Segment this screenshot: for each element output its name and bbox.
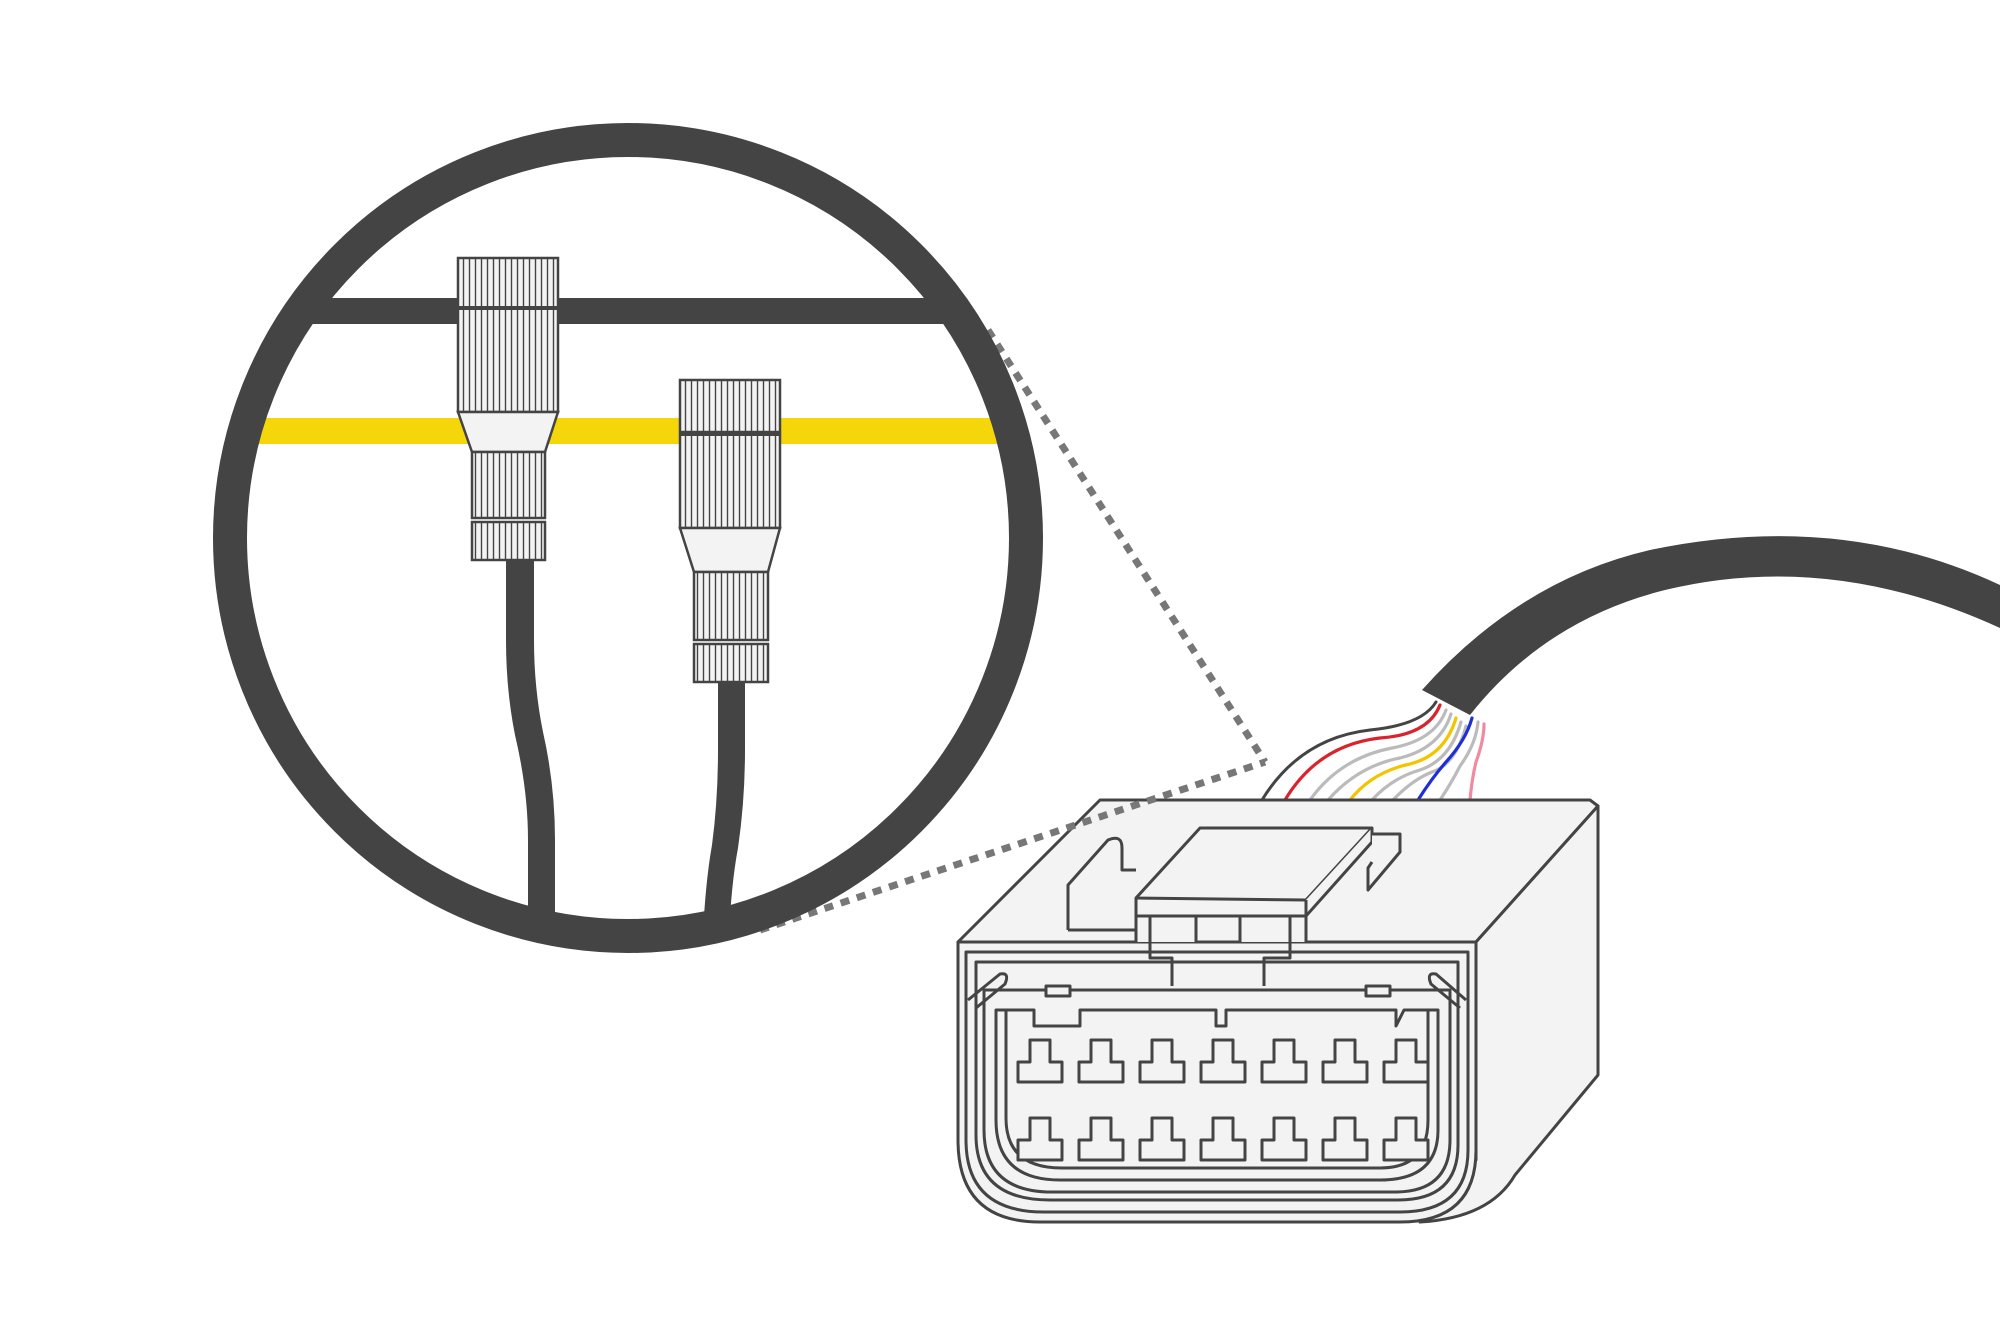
highlighted-wire (230, 418, 1026, 444)
wire-gray (1326, 712, 1453, 802)
tap-wire-2 (702, 680, 745, 936)
leader-line-top (985, 328, 1268, 764)
pin-socket (1077, 1038, 1125, 1084)
pin-socket (1260, 1038, 1308, 1084)
tap-connector-1 (456, 256, 560, 562)
wire-yellow (1348, 716, 1458, 802)
wire-gray (1370, 720, 1463, 802)
wire-bundle (1260, 700, 1486, 802)
magnifier-ring (213, 123, 1043, 953)
pin-socket (1199, 1038, 1247, 1084)
pin-socket (1138, 1038, 1186, 1084)
pin-socket (1260, 1116, 1308, 1162)
leader-line-bottom (758, 758, 1267, 934)
connector-pin-grid (1016, 1038, 1430, 1162)
connector-clip (1066, 836, 1136, 930)
tap-wire-1 (506, 560, 555, 936)
wire-gray (1438, 720, 1480, 802)
magnifier-leader-lines (758, 328, 1268, 934)
pin-socket (1077, 1116, 1125, 1162)
connector-cable (1422, 536, 2000, 715)
wire-red (1283, 703, 1442, 802)
wire-blue (1416, 716, 1474, 802)
pin-socket (1321, 1038, 1369, 1084)
tap-connector-2 (678, 378, 782, 684)
pin-socket (1016, 1038, 1064, 1084)
pin-socket (1382, 1038, 1430, 1084)
wire-pink (1468, 722, 1486, 802)
pin-socket (1016, 1116, 1064, 1162)
dark-wire (230, 298, 1026, 324)
pin-socket (1138, 1116, 1186, 1162)
pin-socket (1321, 1116, 1369, 1162)
wire-gray (1308, 708, 1448, 802)
pin-socket (1382, 1116, 1430, 1162)
magnified-view (213, 123, 1043, 953)
pin-socket (1199, 1116, 1247, 1162)
